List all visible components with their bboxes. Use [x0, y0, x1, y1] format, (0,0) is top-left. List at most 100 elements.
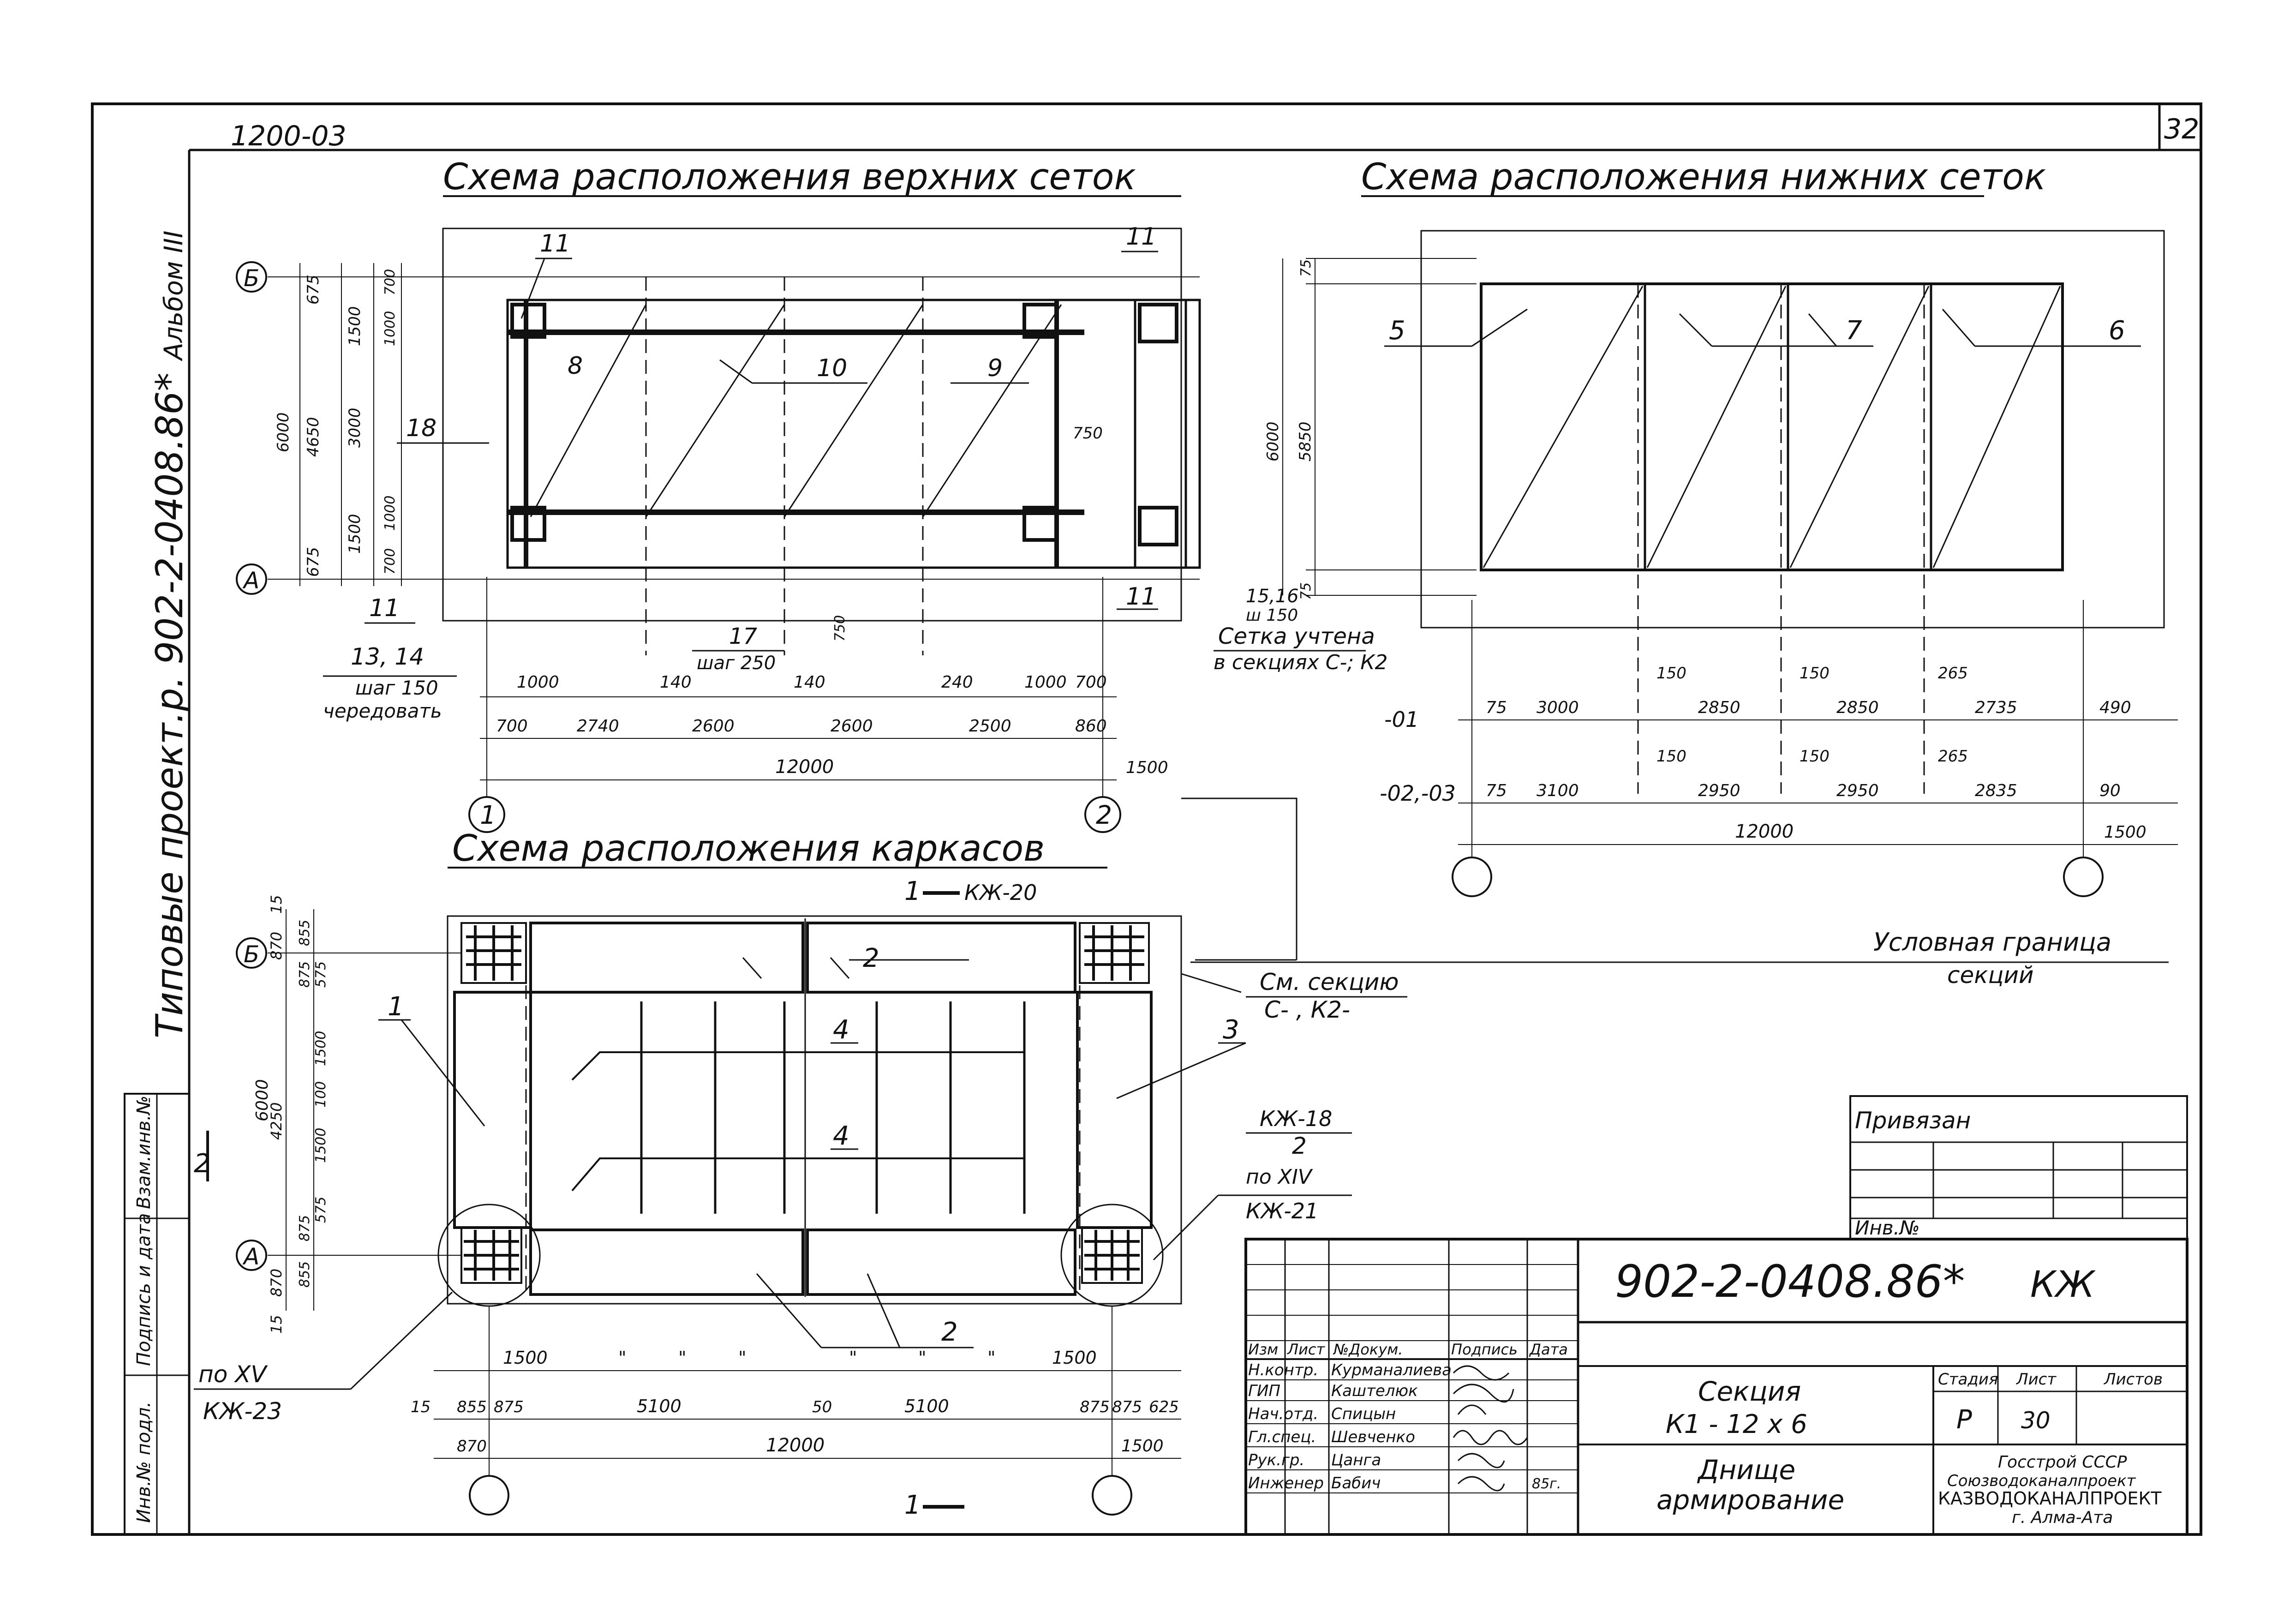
lower-row2-150-b: 150 — [1800, 747, 1830, 766]
lower-mark-7: 7 — [1846, 316, 1862, 346]
frames-dim-left-6000: 6000 — [253, 1079, 272, 1121]
side-title: Типовые проект.р. 902-2-0408.86* — [148, 373, 191, 1038]
upper-note-17: 17 — [729, 623, 758, 649]
tb-name-2: Спицын — [1331, 1405, 1396, 1423]
tb-org-1: Госстрой СССР — [1998, 1453, 2127, 1472]
frames-outline — [447, 915, 1182, 1305]
frames-dim-top-ditto-3: " — [738, 1348, 746, 1368]
frames-kzh23: КЖ-23 — [203, 1398, 282, 1425]
upper-dim-left-4650: 4650 — [304, 417, 323, 457]
tb-code: 902-2-0408.86* — [1615, 1256, 1965, 1307]
frames-mark-2-top: 2 — [863, 943, 879, 973]
frames-beam-top-right — [806, 922, 1076, 994]
frames-po-xv: по XV — [198, 1361, 268, 1388]
upper-dim-left-700-bottom: 700 — [382, 548, 398, 575]
sheet-number: 32 — [2164, 113, 2199, 145]
lower-row1-150-b: 150 — [1800, 664, 1830, 683]
upper-dim-750-right: 750 — [1073, 424, 1103, 443]
upper-mark-11-c: 11 — [369, 594, 400, 622]
tb-stage-label: Стадия — [1938, 1370, 1998, 1389]
upper-dim-bottom-2600-b: 2600 — [831, 717, 873, 736]
frames-mark-4-a: 4 — [833, 1015, 849, 1045]
upper-dim-left-675-top: 675 — [304, 275, 323, 305]
frames-beam-top-left — [529, 922, 804, 994]
upper-note-alternate: чередовать — [323, 700, 442, 722]
frames-dim-left-870-top: 870 — [268, 932, 285, 960]
lower-row2-90: 90 — [2099, 781, 2121, 800]
upper-note-step-150: шаг 150 — [355, 677, 438, 699]
top-code: 1200-03 — [231, 120, 347, 152]
upper-dim-left-3000: 3000 — [346, 407, 364, 448]
frames-dim-870: 870 — [457, 1437, 487, 1456]
frames-dim-top-ditto-6: " — [987, 1348, 995, 1368]
frames-section-top-label: 1 — [904, 876, 921, 906]
frames-dim-left-1500-top: 1500 — [313, 1031, 329, 1066]
lower-row2-150-a: 150 — [1656, 747, 1686, 766]
frames-dim-total-12000: 12000 — [766, 1435, 825, 1456]
tb-signatures — [1453, 1365, 1528, 1492]
frames-see-section-line1: См. секцию — [1260, 969, 1399, 995]
frames-dim-left-15-top: 15 — [268, 895, 285, 914]
upper-dim-left-1000-top: 1000 — [382, 311, 398, 346]
upper-dim-left-1000-bottom: 1000 — [382, 496, 398, 531]
frames-dim-top-1500-b: 1500 — [1052, 1348, 1097, 1368]
frames-mark-2-bottom: 2 — [941, 1317, 958, 1347]
upper-dim-bottom-700: 700 — [496, 717, 528, 736]
tb-name-5: Бабич — [1331, 1474, 1381, 1492]
frames-mark-4-b: 4 — [833, 1121, 849, 1151]
lower-row1-490: 490 — [2099, 698, 2131, 717]
upper-note-sh150: ш 150 — [1246, 606, 1298, 625]
lower-row1-2735: 2735 — [1975, 698, 2017, 717]
frames-dim-875-a: 875 — [494, 1398, 524, 1416]
frames-axis-b: Б — [244, 941, 259, 968]
binding-label: Привязан — [1855, 1107, 1971, 1134]
tb-org-3: КАЗВОДОКАНАЛПРОЕКТ — [1938, 1488, 2162, 1509]
tb-date: 85г. — [1532, 1476, 1561, 1492]
tb-role-2: Нач.отд. — [1248, 1405, 1318, 1423]
upper-dim-bottom-860: 860 — [1075, 717, 1107, 736]
upper-axis-b: Б — [244, 265, 259, 292]
frames-beam-bottom-right — [806, 1228, 1076, 1296]
upper-dim-bottom-top-1000-b: 1000 — [1024, 673, 1067, 692]
frames-beam-right — [1076, 991, 1153, 1229]
tb-section-name: Секция — [1698, 1376, 1801, 1407]
lower-dim-75-top: 75 — [1298, 259, 1314, 277]
upper-plate — [506, 299, 1201, 569]
frames-dim-left-870-bottom: 870 — [268, 1269, 285, 1297]
tb-role-1: ГИП — [1248, 1382, 1280, 1400]
frames-dim-top-ditto-1: " — [618, 1348, 626, 1368]
frames-mark-1: 1 — [388, 992, 404, 1022]
lower-row2-2950-a: 2950 — [1698, 781, 1740, 800]
tb-section-code: К1 - 12 х 6 — [1666, 1409, 1807, 1439]
frames-dim-1500: 1500 — [1121, 1437, 1164, 1456]
sheet-number-box — [2158, 102, 2202, 151]
upper-dim-left-675-bottom: 675 — [304, 547, 323, 577]
upper-mark-18: 18 — [406, 414, 436, 442]
upper-dim-bottom-top-1000-a: 1000 — [517, 673, 559, 692]
lower-mesh-scheme: Схема расположения нижних сеток 75 6000 … — [1190, 156, 2178, 989]
lower-boundary-line1: Условная граница — [1873, 928, 2111, 957]
tb-sheet-label: Лист — [2015, 1370, 2057, 1389]
frames-section-top-ref: КЖ-20 — [964, 880, 1037, 905]
upper-note-step-250: шаг 250 — [697, 653, 776, 674]
frames-kzh18: КЖ-18 — [1260, 1106, 1332, 1131]
binding-box: Привязан Инв.№ — [1849, 1095, 2188, 1240]
upper-axis-2: 2 — [1096, 800, 1112, 830]
lower-row2-2835: 2835 — [1975, 781, 2017, 800]
frames-dim-left-855-bottom: 855 — [297, 1261, 313, 1288]
upper-dim-bottom-top-240: 240 — [941, 673, 973, 692]
frames-po-xiv: по XIV — [1246, 1165, 1313, 1189]
lower-row2-75: 75 — [1486, 781, 1507, 800]
tb-drawing-name-1: Днище — [1697, 1454, 1795, 1486]
tb-name-3: Шевченко — [1331, 1428, 1415, 1446]
upper-plate-right-strip — [1134, 299, 1187, 569]
frames-dim-875-c: 875 — [1112, 1398, 1142, 1416]
lower-dim-total-12000: 12000 — [1735, 821, 1794, 842]
upper-axis-a: А — [242, 567, 259, 594]
lower-row2-2950-b: 2950 — [1836, 781, 1879, 800]
lower-row1-2850-b: 2850 — [1836, 698, 1879, 717]
tb-name-1: Каштелюк — [1331, 1382, 1418, 1400]
upper-mesh-title: Схема расположения верхних сеток — [443, 156, 1136, 198]
lower-row1-label: -01 — [1384, 707, 1419, 732]
